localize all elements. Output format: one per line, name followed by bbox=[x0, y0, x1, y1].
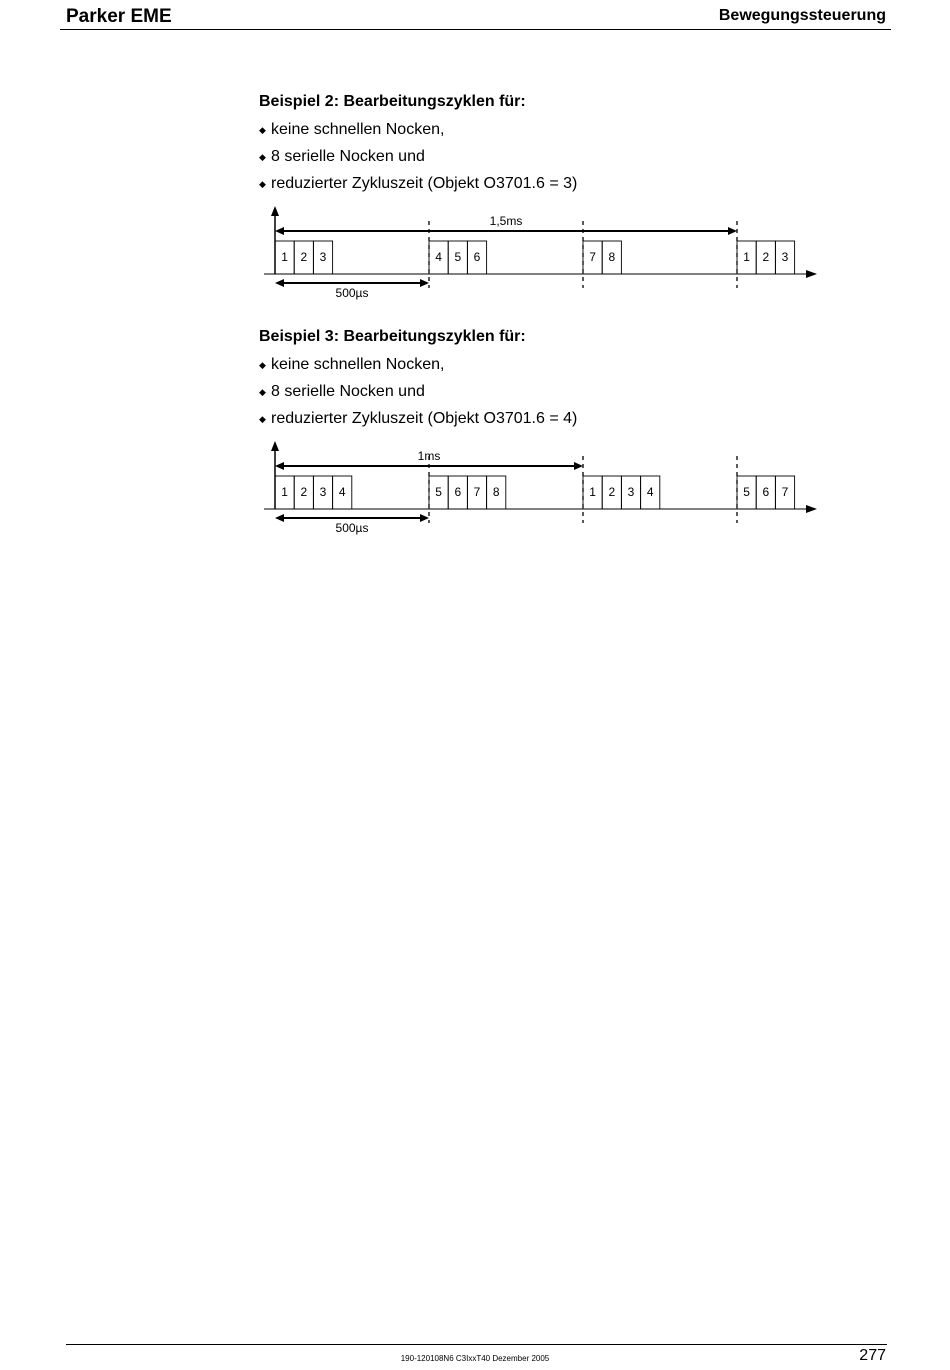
cam-number-label: 7 bbox=[589, 250, 596, 264]
slot-time-arrow-head-right bbox=[420, 279, 429, 287]
list-item: ◆keine schnellen Nocken, bbox=[259, 356, 445, 373]
diamond-bullet-icon: ◆ bbox=[259, 360, 266, 370]
cam-slot-box bbox=[486, 475, 507, 510]
cam-number-label: 3 bbox=[320, 485, 327, 499]
slot-time-arrow-head-right bbox=[420, 514, 429, 522]
cam-number-label: 4 bbox=[339, 485, 346, 499]
cycle-time-label: 1ms bbox=[418, 449, 441, 463]
cam-number-label: 8 bbox=[608, 250, 615, 264]
cam-number-label: 1 bbox=[281, 485, 288, 499]
footer-divider bbox=[66, 1344, 887, 1345]
cam-number-label: 4 bbox=[435, 250, 442, 264]
bullet-list: ◆keine schnellen Nocken, ◆8 serielle Noc… bbox=[259, 355, 859, 436]
diamond-bullet-icon: ◆ bbox=[259, 387, 266, 397]
axis-arrow-up-icon bbox=[271, 206, 279, 216]
section-title: Bewegungssteuerung bbox=[718, 7, 886, 24]
cam-number-label: 3 bbox=[320, 250, 327, 264]
list-item: ◆reduzierter Zykluszeit (Objekt O3701.6 … bbox=[259, 410, 578, 427]
brand-name: Parker EME bbox=[66, 6, 172, 27]
diamond-bullet-icon: ◆ bbox=[259, 179, 266, 189]
cycle-time-label: 1,5ms bbox=[490, 214, 523, 228]
list-item: ◆8 serielle Nocken und bbox=[259, 383, 425, 400]
cam-number-label: 5 bbox=[454, 250, 461, 264]
cam-number-label: 7 bbox=[782, 485, 789, 499]
cam-slot-box bbox=[640, 475, 661, 510]
cycle-time-arrow-head-left bbox=[275, 462, 284, 470]
cycle-time-arrow-head-right bbox=[728, 227, 737, 235]
cam-slot-box bbox=[332, 475, 353, 510]
cycle-time-arrow-head-left bbox=[275, 227, 284, 235]
cam-number-label: 1 bbox=[589, 485, 596, 499]
document-code: 190-120108N6 C3IxxT40 Dezember 2005 bbox=[400, 1354, 550, 1363]
cam-number-label: 1 bbox=[281, 250, 288, 264]
cam-number-label: 7 bbox=[474, 485, 481, 499]
axis-arrow-right-icon bbox=[806, 270, 817, 278]
diamond-bullet-icon: ◆ bbox=[259, 414, 266, 424]
example-heading: Beispiel 3: Bearbeitungszyklen für: bbox=[259, 328, 526, 345]
axis-arrow-right-icon bbox=[806, 505, 817, 513]
diamond-bullet-icon: ◆ bbox=[259, 125, 266, 135]
cam-number-label: 2 bbox=[300, 250, 307, 264]
cam-slot-box bbox=[774, 475, 796, 510]
list-item: ◆8 serielle Nocken und bbox=[259, 148, 425, 165]
header-divider bbox=[60, 29, 891, 30]
cam-number-label: 3 bbox=[782, 250, 789, 264]
slot-time-arrow-head-left bbox=[275, 514, 284, 522]
slot-time-label: 500µs bbox=[336, 286, 369, 300]
example-2: Beispiel 2: Bearbeitungszyklen für: ◆kei… bbox=[259, 92, 859, 201]
cam-number-label: 6 bbox=[474, 250, 481, 264]
cam-number-label: 2 bbox=[300, 485, 307, 499]
list-item: ◆keine schnellen Nocken, bbox=[259, 121, 445, 138]
cam-number-label: 1 bbox=[743, 250, 750, 264]
page-number: 277 bbox=[859, 1347, 886, 1364]
list-item: ◆reduzierter Zykluszeit (Objekt O3701.6 … bbox=[259, 175, 578, 192]
axis-arrow-up-icon bbox=[271, 441, 279, 451]
cam-number-label: 3 bbox=[628, 485, 635, 499]
example-heading: Beispiel 2: Bearbeitungszyklen für: bbox=[259, 93, 526, 110]
cam-number-label: 5 bbox=[435, 485, 442, 499]
bullet-list: ◆keine schnellen Nocken, ◆8 serielle Noc… bbox=[259, 120, 859, 201]
cam-slot-box bbox=[601, 240, 622, 275]
cam-number-label: 8 bbox=[493, 485, 500, 499]
cam-number-label: 2 bbox=[608, 485, 615, 499]
example-3: Beispiel 3: Bearbeitungszyklen für: ◆kei… bbox=[259, 327, 859, 436]
slot-time-label: 500µs bbox=[336, 521, 369, 535]
slot-time-arrow-head-left bbox=[275, 279, 284, 287]
diamond-bullet-icon: ◆ bbox=[259, 152, 266, 162]
cam-slot-box bbox=[774, 240, 796, 275]
cam-number-label: 6 bbox=[454, 485, 461, 499]
cam-number-label: 4 bbox=[647, 485, 654, 499]
cam-slot-box bbox=[466, 240, 488, 275]
cam-number-label: 5 bbox=[743, 485, 750, 499]
cycle-time-arrow-head-right bbox=[574, 462, 583, 470]
cam-number-label: 6 bbox=[762, 485, 769, 499]
cam-slot-box bbox=[312, 240, 334, 275]
cam-number-label: 2 bbox=[762, 250, 769, 264]
